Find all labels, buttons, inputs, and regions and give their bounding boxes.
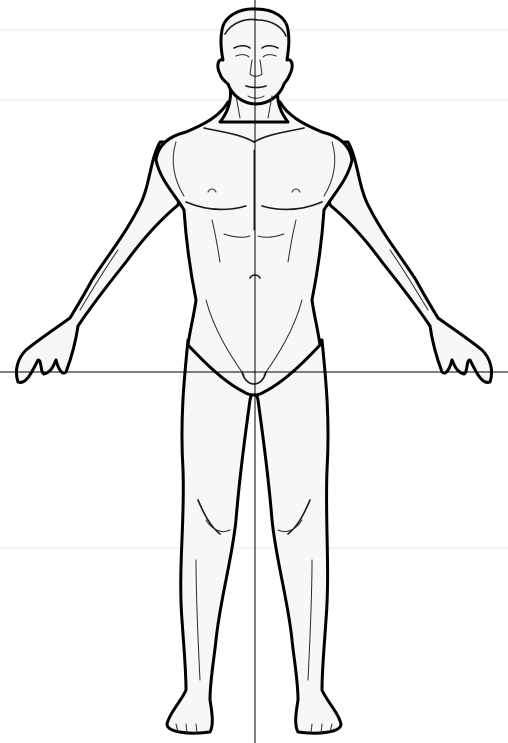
left-arm (14, 140, 183, 384)
left-leg (165, 338, 254, 735)
right-arm (325, 140, 494, 384)
anatomy-details (79, 18, 429, 734)
human-body-outline-icon (14, 7, 494, 735)
right-leg (254, 338, 343, 735)
